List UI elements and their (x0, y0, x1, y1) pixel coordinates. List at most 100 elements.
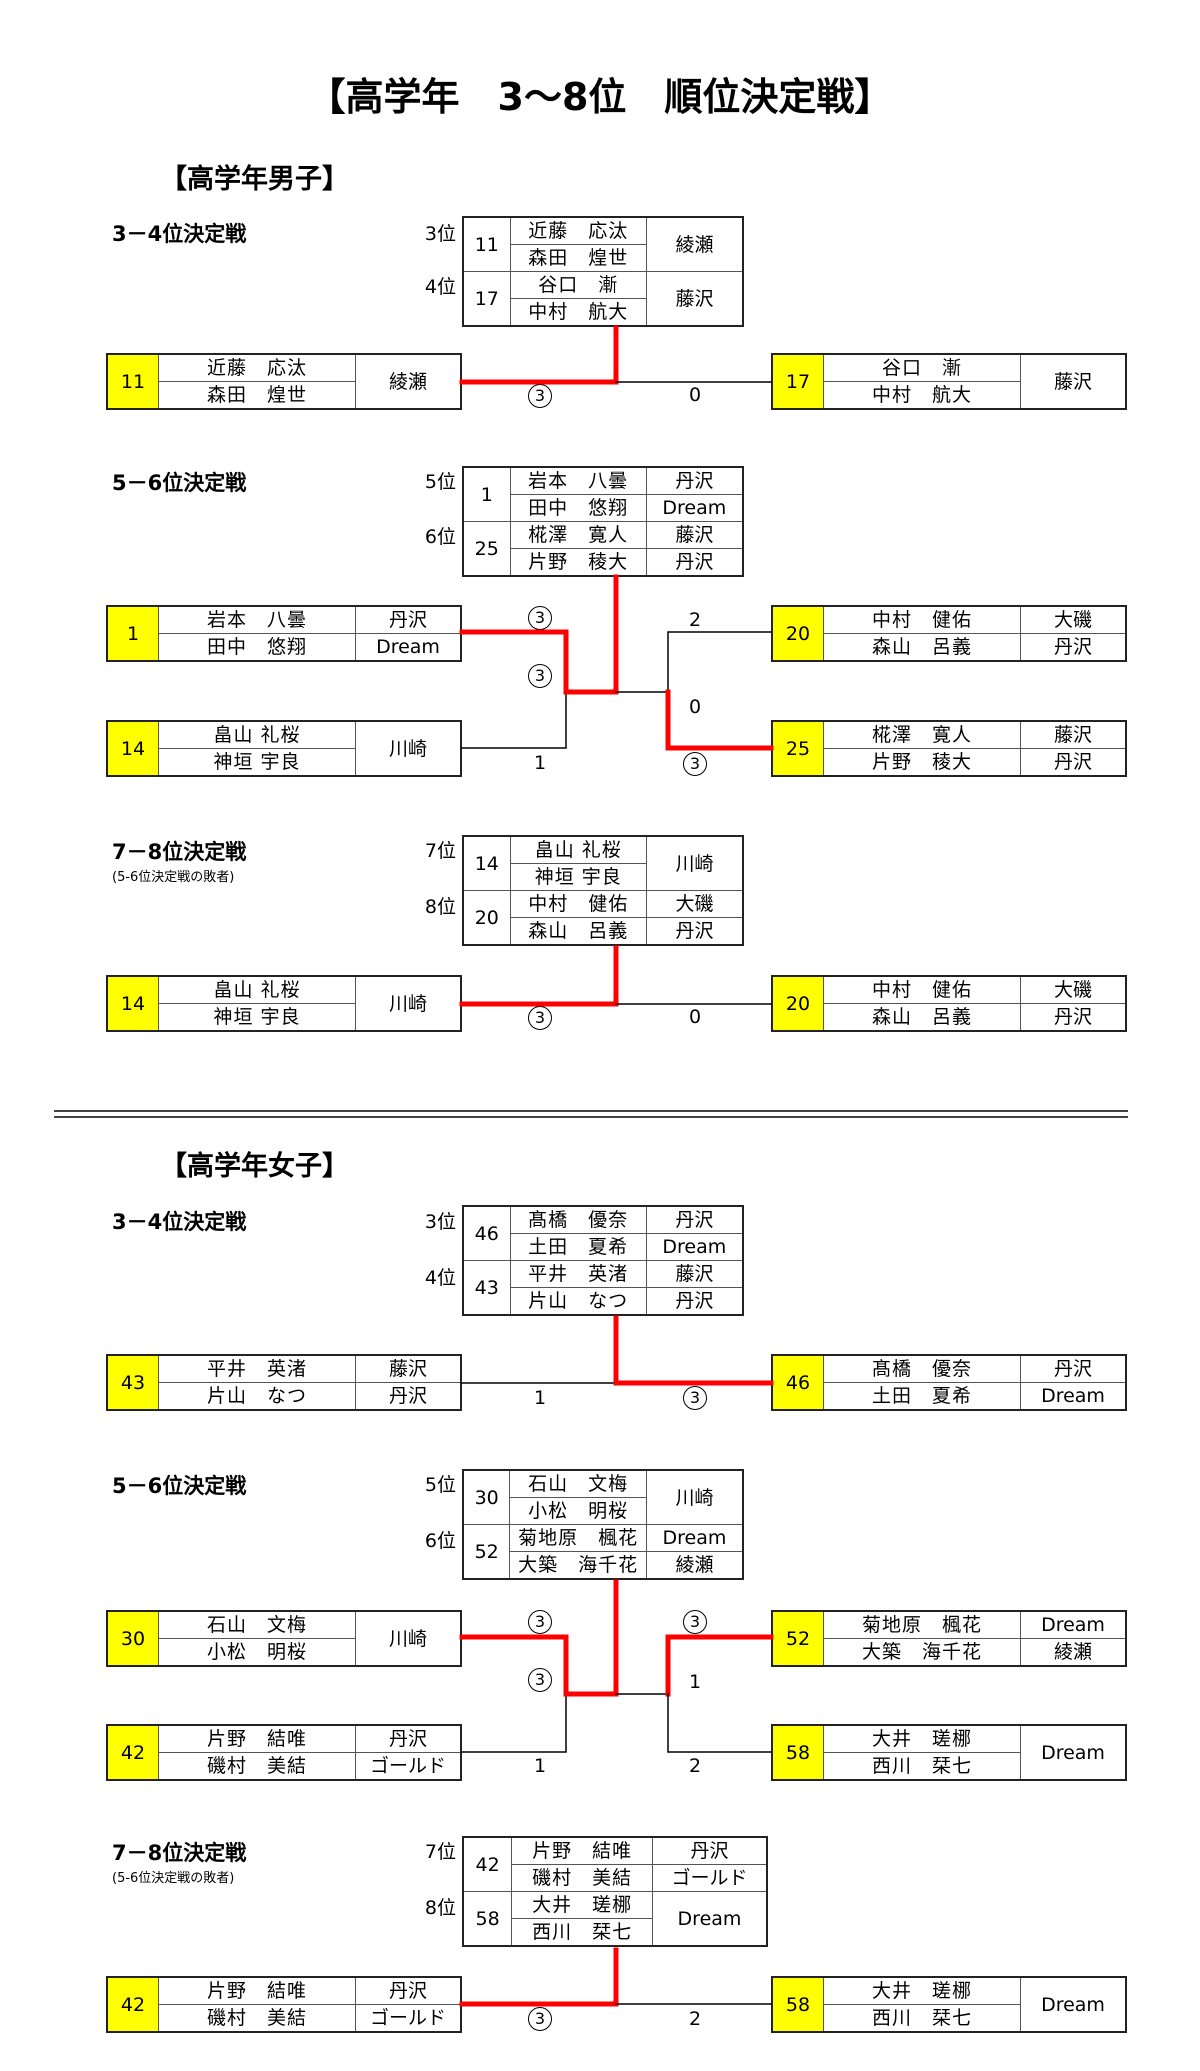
club-name: 綾瀬 (645, 1551, 744, 1580)
pair-card-girls-34-left: 43 平井 英渚 藤沢 片山 なつ 丹沢 (106, 1354, 462, 1411)
seed-number: 11 (106, 353, 159, 410)
seed-number: 25 (462, 521, 511, 577)
heading-boys-78: 7－8位決定戦 (112, 840, 247, 864)
player-name: 椛澤 寛人 (509, 521, 647, 549)
score: 1 (533, 752, 547, 774)
pair-card-boys-56-rt: 20 中村 健佑 大磯 森山 呂義 丹沢 (771, 605, 1127, 662)
seed-number: 52 (462, 1524, 511, 1580)
club-name: 綾瀬 (355, 353, 462, 410)
seed-number: 30 (462, 1469, 511, 1525)
result-card-boys-34: 11 近藤 応汰 綾瀬 森田 煌世 17 谷口 漸 藤沢 中村 航大 (462, 216, 744, 327)
club-name: Dream (645, 494, 744, 522)
club-name: 大磯 (1020, 975, 1127, 1004)
player-name: 片野 結唯 (158, 1976, 356, 2005)
section-title-boys: 【高学年男子】 (160, 164, 349, 195)
player-name: 近藤 応汰 (509, 216, 647, 245)
score: 1 (688, 1671, 702, 1693)
rank-label: 3位 (424, 223, 456, 245)
player-name: 中村 航大 (823, 381, 1021, 410)
club-name: ゴールド (651, 1864, 768, 1892)
heading-boys-34: 3－4位決定戦 (112, 222, 247, 246)
player-name: 磯村 美結 (158, 2004, 356, 2033)
club-name: 綾瀬 (1020, 1638, 1127, 1667)
result-card-boys-78: 14 畠山 礼桜 川崎 神垣 宇良 20 中村 健佑 大磯 森山 呂義 丹沢 (462, 835, 744, 946)
bracket-line (667, 1693, 772, 1753)
player-name: 畠山 礼桜 (158, 720, 356, 749)
seed-number: 14 (462, 835, 511, 891)
score: 2 (688, 2008, 702, 2030)
player-name: 西川 栞七 (823, 1752, 1021, 1781)
rank-label: 5位 (424, 1474, 456, 1496)
player-name: 岩本 八曇 (509, 466, 647, 495)
player-name: 神垣 宇良 (509, 863, 647, 891)
pair-card-girls-56-rb: 58 大井 瑳梛 Dream 西川 栞七 (771, 1724, 1127, 1781)
result-card-girls-56: 30 石山 文梅 川崎 小松 明桜 52 菊地原 楓花 Dream 大築 海千花… (462, 1469, 744, 1580)
player-name: 大井 瑳梛 (823, 1976, 1021, 2005)
score-winner: 3 (675, 752, 715, 776)
player-name: 土田 夏希 (509, 1233, 647, 1261)
rank-label: 8位 (424, 1897, 456, 1919)
pair-card-girls-56-lt: 30 石山 文梅 川崎 小松 明桜 (106, 1610, 462, 1667)
score: 2 (688, 1755, 702, 1777)
pair-card-boys-78-left: 14 畠山 礼桜 川崎 神垣 宇良 (106, 975, 462, 1032)
player-name: 近藤 応汰 (158, 353, 356, 382)
bracket-line-winner (459, 629, 569, 695)
player-name: 磯村 美結 (158, 1752, 356, 1781)
player-name: 髙橋 優奈 (823, 1354, 1021, 1383)
score-winner: 3 (520, 1610, 560, 1634)
club-name: 丹沢 (355, 605, 462, 634)
pair-card-girls-56-rt: 52 菊地原 楓花 Dream 大築 海千花 綾瀬 (771, 1610, 1127, 1667)
heading-girls-78: 7－8位決定戦 (112, 1841, 247, 1865)
club-name: 丹沢 (1020, 1354, 1127, 1383)
player-name: 中村 健佑 (509, 890, 647, 918)
score: 0 (688, 384, 702, 406)
player-name: 大井 瑳梛 (823, 1724, 1021, 1753)
seed-number: 30 (106, 1610, 159, 1667)
player-name: 大井 瑳梛 (511, 1891, 653, 1919)
club-name: 藤沢 (645, 271, 744, 327)
club-name: ゴールド (355, 2004, 462, 2033)
pair-card-boys-56-rb: 25 椛澤 寛人 藤沢 片野 稜大 丹沢 (771, 720, 1127, 777)
club-name: 丹沢 (355, 1382, 462, 1411)
player-name: 髙橋 優奈 (509, 1205, 647, 1234)
club-name: 丹沢 (645, 917, 744, 946)
player-name: 中村 航大 (509, 298, 647, 327)
score: 1 (533, 1387, 547, 1409)
player-name: 土田 夏希 (823, 1382, 1021, 1411)
player-name: 菊地原 楓花 (823, 1610, 1021, 1639)
seed-number: 1 (106, 605, 159, 662)
player-name: 森田 煌世 (158, 381, 356, 410)
player-name: 森山 呂義 (823, 633, 1021, 662)
result-card-girls-34: 46 髙橋 優奈 丹沢 土田 夏希 Dream 43 平井 英渚 藤沢 片山 な… (462, 1205, 744, 1316)
seed-number: 42 (106, 1724, 159, 1781)
bracket-line-winner (459, 1634, 569, 1697)
seed-number: 43 (106, 1354, 159, 1411)
score-winner: 3 (520, 664, 560, 688)
club-name: 川崎 (355, 720, 462, 777)
club-name: 川崎 (645, 835, 744, 891)
rank-label: 7位 (424, 1841, 456, 1863)
rank-label: 6位 (424, 1530, 456, 1552)
player-name: 森山 呂義 (509, 917, 647, 946)
player-name: 片野 結唯 (158, 1724, 356, 1753)
club-name: 丹沢 (645, 466, 744, 495)
score-winner: 3 (675, 1386, 715, 1410)
pair-card-boys-56-lb: 14 畠山 礼桜 川崎 神垣 宇良 (106, 720, 462, 777)
player-name: 谷口 漸 (823, 353, 1021, 382)
player-name: 西川 栞七 (511, 1918, 653, 1947)
player-name: 菊地原 楓花 (509, 1524, 647, 1552)
pair-card-girls-34-right: 46 髙橋 優奈 丹沢 土田 夏希 Dream (771, 1354, 1127, 1411)
club-name: 丹沢 (645, 548, 744, 577)
pair-card-boys-34-left: 11 近藤 応汰 綾瀬 森田 煌世 (106, 353, 462, 410)
club-name: 大磯 (1020, 605, 1127, 634)
bracket-line-winner (613, 1315, 774, 1386)
club-name: 川崎 (645, 1469, 744, 1525)
rank-label: 3位 (424, 1211, 456, 1233)
section-divider (54, 1116, 1128, 1118)
score-winner: 3 (675, 1610, 715, 1634)
club-name: 藤沢 (355, 1354, 462, 1383)
bracket-line-winner (563, 574, 619, 695)
player-name: 森田 煌世 (509, 244, 647, 272)
player-name: 森山 呂義 (823, 1003, 1021, 1032)
